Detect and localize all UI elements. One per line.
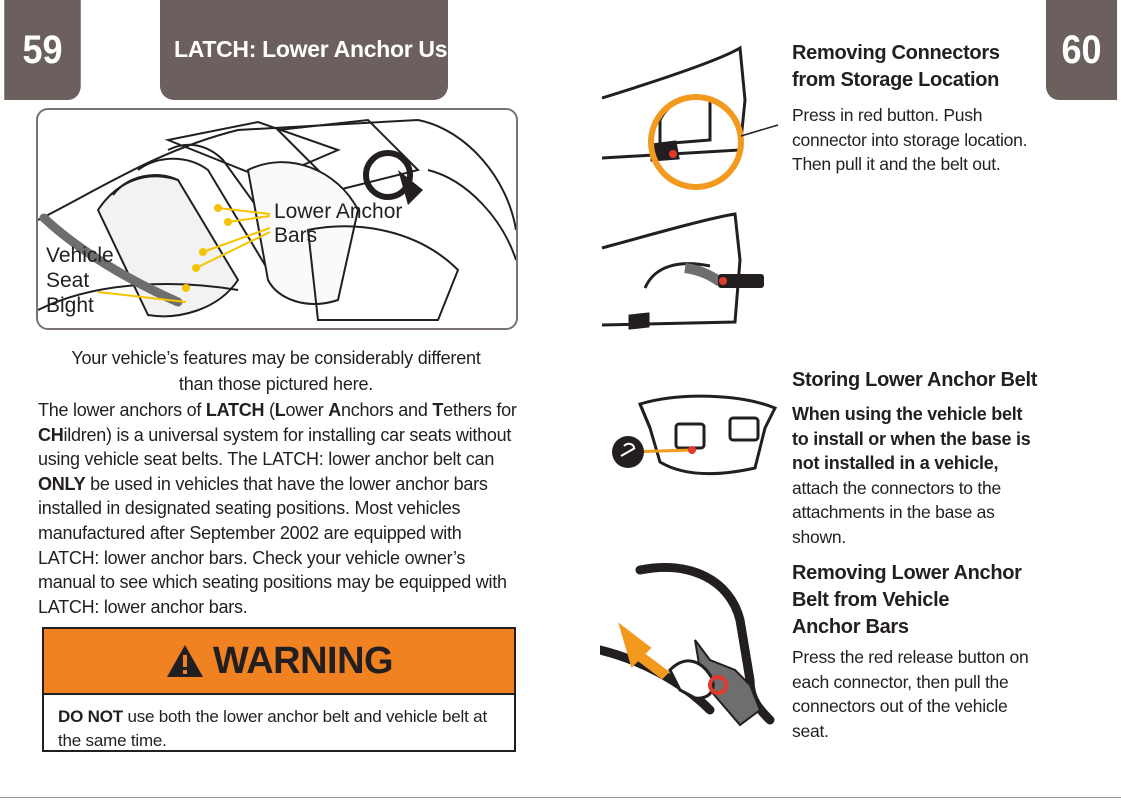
lower-anchor-label-2: Bars — [274, 224, 317, 247]
warning-title: WARNING — [212, 639, 394, 682]
body-l: L — [274, 400, 286, 420]
warning-header: WARNING — [44, 629, 514, 695]
figure-caption: Your vehicle’s features may be considera… — [38, 345, 514, 397]
section-title: LATCH: Lower Anchor Use — [174, 36, 460, 62]
caption-line-1: Your vehicle’s features may be considera… — [71, 348, 481, 368]
removing-from-vehicle-heading: Removing Lower Anchor Belt from Vehicle … — [792, 560, 1022, 641]
latch-description: The lower anchors of LATCH (Lower Anchor… — [38, 398, 518, 619]
body-s1: The lower anchors of — [38, 400, 206, 420]
removing-connectors-heading: Removing Connectors from Storage Locatio… — [792, 40, 1000, 94]
warning-body: use both the lower anchor belt and vehic… — [58, 707, 487, 750]
body-latch: LATCH — [205, 400, 265, 420]
caption-line-2: than those pictured here. — [178, 374, 374, 394]
bottom-rule — [0, 797, 1121, 798]
removing-from-vehicle-heading-3: Anchor Bars — [792, 616, 909, 638]
body-s5: ethers for — [443, 400, 517, 420]
body-t: T — [432, 400, 444, 420]
body-a: A — [328, 400, 342, 420]
removing-connectors-heading-2: from Storage Location — [792, 69, 1000, 91]
warning-triangle-icon — [166, 645, 203, 677]
storing-belt-bold: When using the vehicle belt to install o… — [792, 404, 1031, 473]
vehicle-interior-illustration: Lower Anchor Bars Vehicle Seat Bight — [38, 118, 516, 321]
warning-box: WARNING DO NOT use both the lower anchor… — [42, 627, 516, 752]
body-s7: be used in vehicles that have the lower … — [38, 473, 507, 617]
vehicle-seat-label-1: Vehicle — [46, 244, 114, 267]
body-s4: nchors and — [341, 400, 433, 420]
body-s3: ower — [285, 400, 329, 420]
storage-removal-illustration — [601, 45, 779, 190]
vehicle-seat-label-3: Bight — [46, 294, 94, 317]
section-title-tab: LATCH: Lower Anchor Use — [160, 0, 460, 100]
removing-connectors-heading-1: Removing Connectors — [792, 42, 1000, 64]
lower-anchor-label-1: Lower Anchor — [274, 200, 402, 223]
warning-do-not: DO NOT — [58, 707, 123, 726]
removing-from-vehicle-text: Press the red release button on each con… — [792, 647, 1029, 741]
body-only: ONLY — [38, 473, 86, 494]
vehicle-seat-figure: Lower Anchor Bars Vehicle Seat Bight — [36, 108, 518, 330]
release-connector-illustration — [600, 562, 775, 727]
body-s2: ( — [264, 400, 275, 420]
page-number-left: 59 — [4, 0, 81, 100]
removing-from-vehicle-heading-1: Removing Lower Anchor — [792, 562, 1022, 584]
removing-connectors-text: Press in red button. Push connector into… — [792, 105, 1028, 174]
storing-belt-body: attach the connectors to the attachments… — [792, 477, 1001, 547]
base-storage-illustration — [612, 394, 778, 476]
body-s6: ildren) is a universal system for instal… — [38, 424, 512, 470]
body-ch: CH — [38, 424, 64, 445]
warning-text: DO NOT use both the lower anchor belt an… — [44, 695, 514, 753]
storing-belt-heading: Storing Lower Anchor Belt — [792, 369, 1038, 391]
page-number-right: 60 — [1045, 0, 1118, 100]
storing-belt-text: When using the vehicle belt to install o… — [792, 402, 1042, 549]
pull-direction-arrow-icon — [618, 622, 670, 680]
vehicle-seat-label-2: Seat — [46, 269, 89, 292]
removing-from-vehicle-heading-2: Belt from Vehicle — [792, 589, 950, 611]
connector-pulled-illustration — [601, 212, 764, 330]
